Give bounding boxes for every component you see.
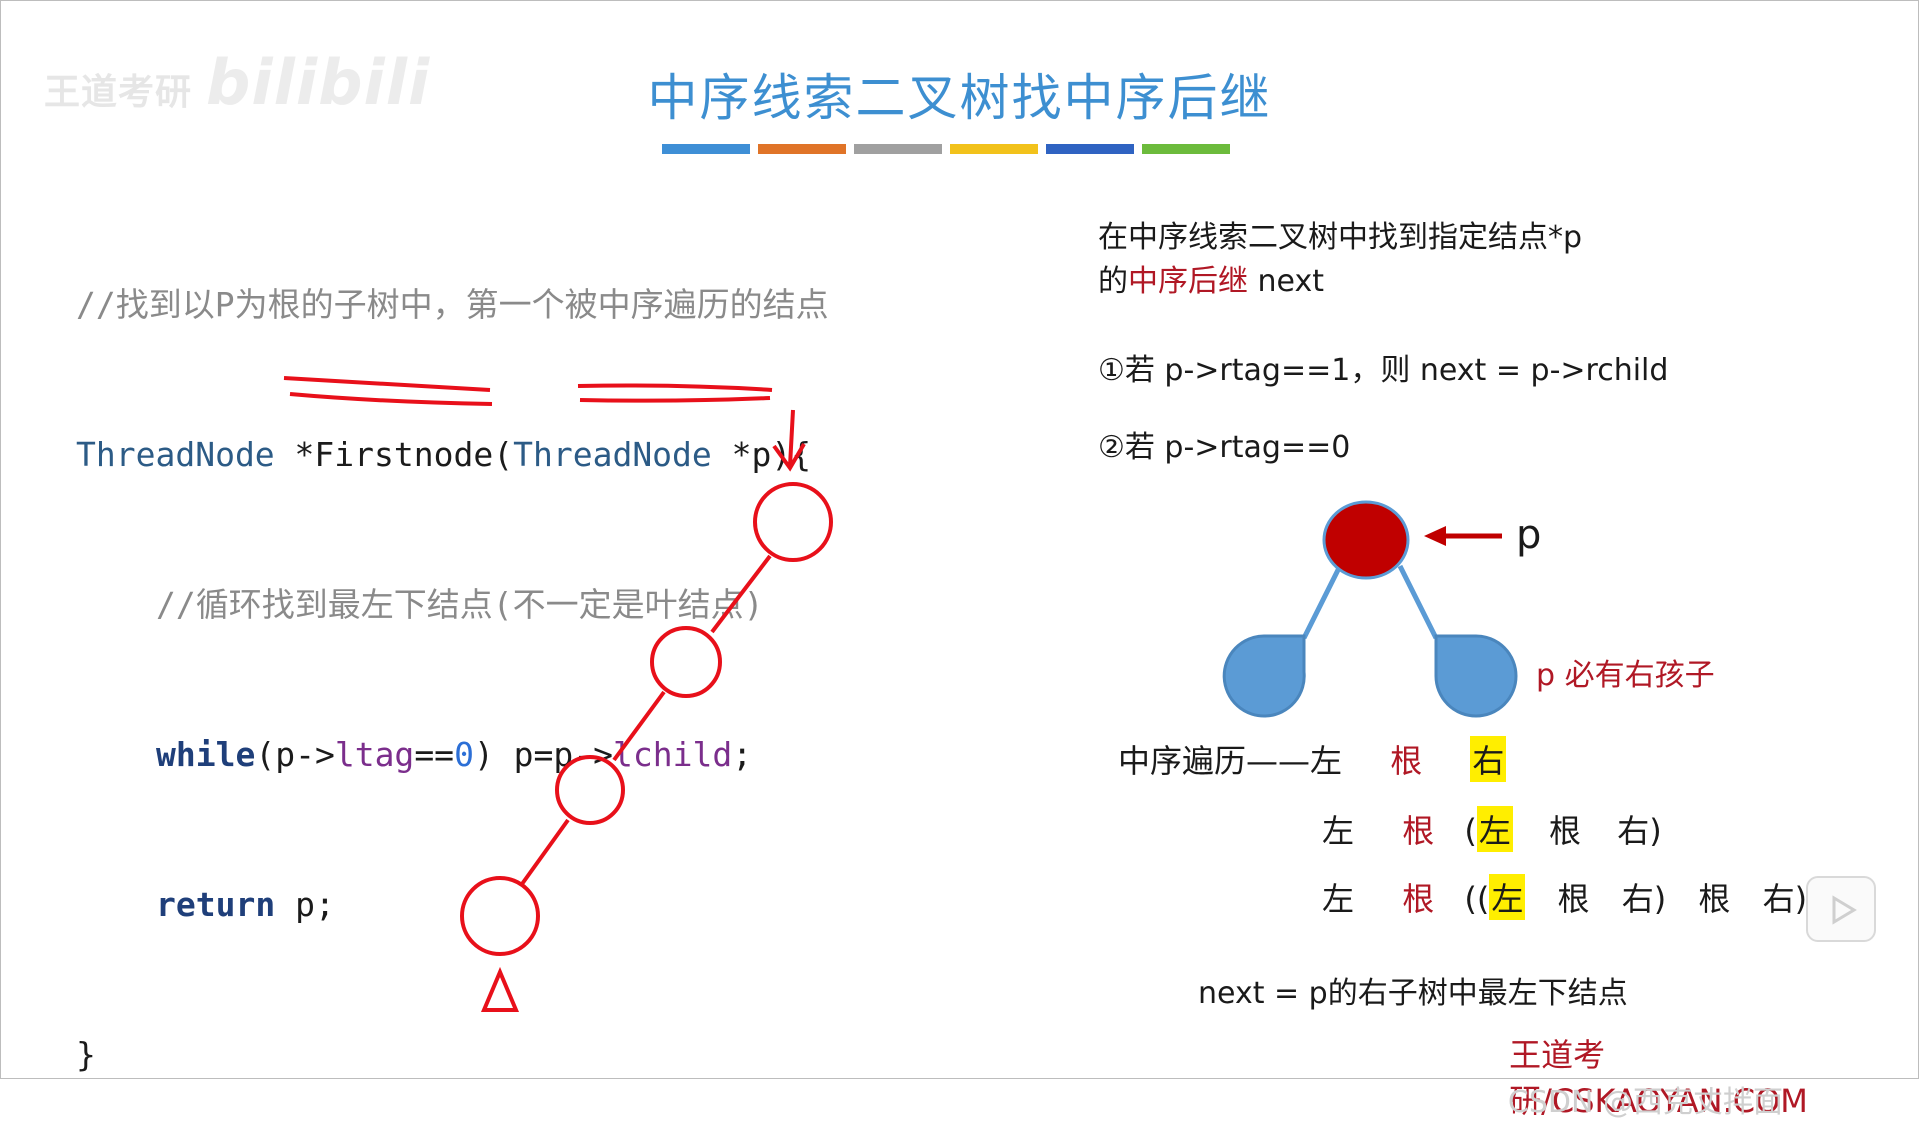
traversal-root-3: 根 <box>1698 880 1731 918</box>
traversal-root: 根 <box>1402 880 1435 918</box>
hand-arrow-down <box>772 409 806 472</box>
traversal-right-2: 右) <box>1617 812 1662 850</box>
traversal-paren: ( <box>1464 812 1477 850</box>
slide-title: 中序线索二叉树找中序后继 <box>647 69 1272 127</box>
color-bar <box>854 144 942 154</box>
p-pointer-arrowhead <box>1424 526 1446 546</box>
code-text: p; <box>275 885 335 924</box>
case-1: ①若 p->rtag==1，则 next = p->rchild <box>1098 353 1669 388</box>
intro-text: next <box>1248 264 1324 299</box>
traversal-label: 中序遍历——左 <box>1118 742 1343 780</box>
tree-node-p <box>1322 500 1410 580</box>
hand-node <box>650 626 722 698</box>
code-number: 0 <box>454 735 474 774</box>
traversal-row-1: 中序遍历——左 根 右 <box>1118 736 1507 782</box>
code-text: ; <box>732 735 753 774</box>
code-type: ThreadNode <box>513 435 712 474</box>
code-field: ltag <box>334 735 415 774</box>
code-line-3: //循环找到最左下结点(不一定是叶结点) <box>76 580 829 630</box>
traversal-right-highlight: 右 <box>1470 736 1507 782</box>
code-text: (p-> <box>255 735 335 774</box>
code-text: } <box>76 1035 96 1074</box>
tree-edge-left <box>1301 564 1343 640</box>
intro-line-2: 的中序后继 next <box>1098 256 1324 300</box>
underline-lchild <box>577 383 773 403</box>
code-block: //找到以P为根的子树中，第一个被中序遍历的结点 ThreadNode *Fir… <box>76 180 829 1130</box>
traversal-left: 左 <box>1322 880 1355 918</box>
hand-node <box>753 482 833 562</box>
p-right-child-note: p 必有右孩子 <box>1536 658 1715 693</box>
color-bar <box>1142 144 1230 154</box>
color-bar <box>662 144 750 154</box>
tree-edge-right <box>1397 564 1439 640</box>
code-text: == <box>414 735 455 774</box>
traversal-root: 根 <box>1402 812 1435 850</box>
traversal-left-highlight: 左 <box>1476 806 1513 852</box>
color-bar <box>950 144 1038 154</box>
traversal-root: 根 <box>1390 742 1423 780</box>
color-bar <box>758 144 846 154</box>
code-keyword: while <box>156 735 256 774</box>
right-subtree <box>1434 634 1518 718</box>
diagram-overlay <box>283 376 1518 1012</box>
traversal-row-3: 左 根 ((左 根 右) 根 右) <box>1322 874 1807 920</box>
case-2: ②若 p->rtag==0 <box>1098 430 1351 465</box>
code-line-6: } <box>76 1030 829 1080</box>
title-color-bars <box>662 144 1230 154</box>
left-subtree <box>1222 634 1306 718</box>
code-line-2: ThreadNode *Firstnode(ThreadNode *p){ <box>76 430 829 480</box>
footer-overlay-text: CSDN @西克丈拌面 <box>1507 1085 1783 1120</box>
footer-brand: 王道考研/CSKAOYAN.COMCSDN @西克丈拌面 <box>1507 1030 1879 1122</box>
traversal-left: 左 <box>1322 812 1355 850</box>
code-line-1: //找到以P为根的子树中，第一个被中序遍历的结点 <box>76 280 829 330</box>
intro-text: 的 <box>1098 264 1128 299</box>
traversal-right-3: 右) <box>1762 880 1808 918</box>
color-bar <box>1046 144 1134 154</box>
code-type: ThreadNode <box>76 435 275 474</box>
code-keyword: return <box>156 885 276 924</box>
traversal-left-highlight: 左 <box>1489 874 1526 920</box>
conclusion: next = p的右子树中最左下结点 <box>1198 976 1628 1011</box>
underline-ltag <box>283 376 493 406</box>
code-field: lchild <box>613 735 733 774</box>
traversal-root-2: 根 <box>1549 812 1582 850</box>
code-comment: //找到以P为根的子树中，第一个被中序遍历的结点 <box>76 285 829 324</box>
intro-highlight: 中序后继 <box>1128 264 1248 299</box>
hand-edge <box>520 818 570 886</box>
code-line-5: return p; <box>76 880 829 930</box>
intro-line-1: 在中序线索二叉树中找到指定结点*p <box>1098 220 1583 255</box>
p-label: p <box>1516 512 1542 558</box>
video-play-button[interactable] <box>1806 876 1876 942</box>
play-icon <box>1832 895 1857 925</box>
traversal-root-2: 根 <box>1557 880 1590 918</box>
watermark-text: 王道考研 <box>44 72 193 113</box>
traversal-paren: (( <box>1464 880 1490 918</box>
code-comment: //循环找到最左下结点(不一定是叶结点) <box>156 585 764 624</box>
hand-edge <box>710 554 772 634</box>
hand-leaf-triangle <box>480 966 520 1012</box>
code-line-4: while(p->ltag==0) p=p->lchild; <box>76 730 829 780</box>
code-text: *Firstnode( <box>274 435 514 474</box>
traversal-row-2: 左 根 (左 根 右) <box>1322 806 1662 852</box>
hand-node <box>460 876 540 956</box>
hand-node <box>555 755 625 825</box>
traversal-right-2: 右) <box>1621 880 1667 918</box>
hand-edge <box>612 690 666 762</box>
watermark-logo: 王道考研 bilibili <box>44 46 430 119</box>
bilibili-logo: bilibili <box>206 46 431 119</box>
